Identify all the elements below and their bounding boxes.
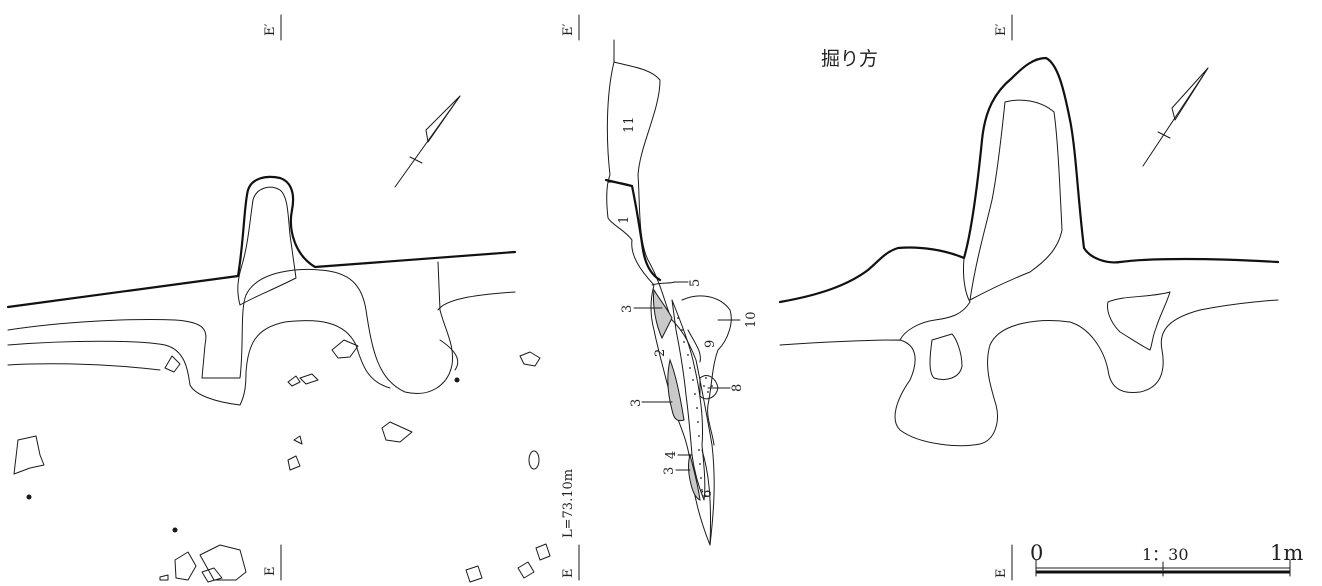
layer-label-5: 5 <box>688 279 703 287</box>
section-layer-3-mid <box>667 358 685 422</box>
point-marker-top-left: E′ <box>263 14 282 41</box>
point-marker-bottom-left: E <box>263 544 282 581</box>
stone <box>299 373 319 385</box>
stone <box>164 355 181 373</box>
stone <box>465 565 483 583</box>
stone <box>287 375 301 387</box>
scale-bar: 0 1：30 1m <box>1030 541 1303 577</box>
plan-left-right-edge2 <box>439 339 459 371</box>
layer-label-3: 3 <box>662 467 677 475</box>
north-arrow-right <box>1142 67 1209 167</box>
dot-marker <box>172 527 178 533</box>
point-label-bottom: E <box>994 569 1009 579</box>
stipple-dots <box>677 317 713 491</box>
point-label-bottom: E <box>263 567 278 577</box>
elevation-label: L=73.10m <box>561 469 576 538</box>
stone <box>331 339 359 359</box>
scale-end-label: 1m <box>1270 541 1303 565</box>
plan-left-inner <box>237 186 297 306</box>
stone <box>535 543 551 561</box>
stone <box>381 421 413 443</box>
point-label-top: E′ <box>561 24 576 36</box>
dot-marker <box>26 494 32 500</box>
point-marker-top-center: E′ <box>561 14 580 41</box>
stone <box>201 567 223 583</box>
stone <box>519 351 541 367</box>
plan-view-left: E′ E E′ E L=73.10m <box>6 14 580 583</box>
stone <box>287 455 301 471</box>
section-layer-10 <box>681 295 732 446</box>
stone <box>517 561 535 579</box>
layer-label-8: 8 <box>730 384 745 392</box>
excavation-wall-left <box>899 301 971 341</box>
stone <box>528 450 540 470</box>
excavation-outline <box>778 56 1280 304</box>
section-layer-dotted <box>671 299 706 501</box>
section-outline-outer <box>606 39 715 546</box>
point-label-top: E′ <box>994 24 1009 36</box>
point-label-top: E′ <box>263 24 278 36</box>
layer-label-10: 10 <box>744 311 759 328</box>
plan-left-pit <box>7 261 454 394</box>
section-layer-boundary-1 <box>604 178 662 282</box>
point-marker-top-right: E′ <box>994 14 1013 41</box>
layer-label-2: 2 <box>653 349 668 357</box>
section-title: 掘り方 <box>821 48 878 70</box>
section-layer-9 <box>687 329 701 363</box>
excavation-wall <box>963 257 971 303</box>
plan-left-right-edge <box>437 291 516 311</box>
excavation-lower <box>779 299 1279 447</box>
plan-left-pit-lower <box>7 363 161 371</box>
point-marker-bottom-right: E <box>994 544 1013 581</box>
plan-left-pit-inner <box>7 320 391 406</box>
layer-label-11: 11 <box>622 116 637 133</box>
excavation-lower-right-inner <box>1107 291 1171 351</box>
layer-label-3: 3 <box>629 399 644 407</box>
stone <box>159 574 169 581</box>
section-layer-3-bottom <box>688 453 701 501</box>
stone <box>13 435 45 475</box>
point-label-bottom: E <box>561 569 576 579</box>
plan-view-right: 掘り方 E′ E <box>778 14 1303 581</box>
section-view-center: 11 1 5 3 10 9 2 8 3 4 3 6 <box>604 39 759 546</box>
layer-label-3: 3 <box>620 305 635 313</box>
excavation-inner <box>969 99 1063 301</box>
layer-label-6: 6 <box>700 490 715 498</box>
layer-label-4: 4 <box>664 451 679 459</box>
section-layer-5 <box>651 281 676 286</box>
north-arrow-left <box>394 95 461 188</box>
point-marker-bottom-center: E <box>561 544 580 581</box>
scale-ratio-label: 1：30 <box>1142 545 1189 564</box>
plan-left-outline <box>6 175 517 309</box>
scale-start-label: 0 <box>1030 541 1043 565</box>
stone <box>174 551 197 581</box>
excavation-lower-left-inner <box>929 333 963 380</box>
section-layer-6 <box>701 449 712 546</box>
stone <box>293 435 303 445</box>
layer-label-1: 1 <box>617 216 632 224</box>
stone <box>199 544 247 581</box>
layer-label-9: 9 <box>703 340 718 348</box>
dot-marker <box>454 377 460 383</box>
section-layer-3-top <box>653 288 673 340</box>
